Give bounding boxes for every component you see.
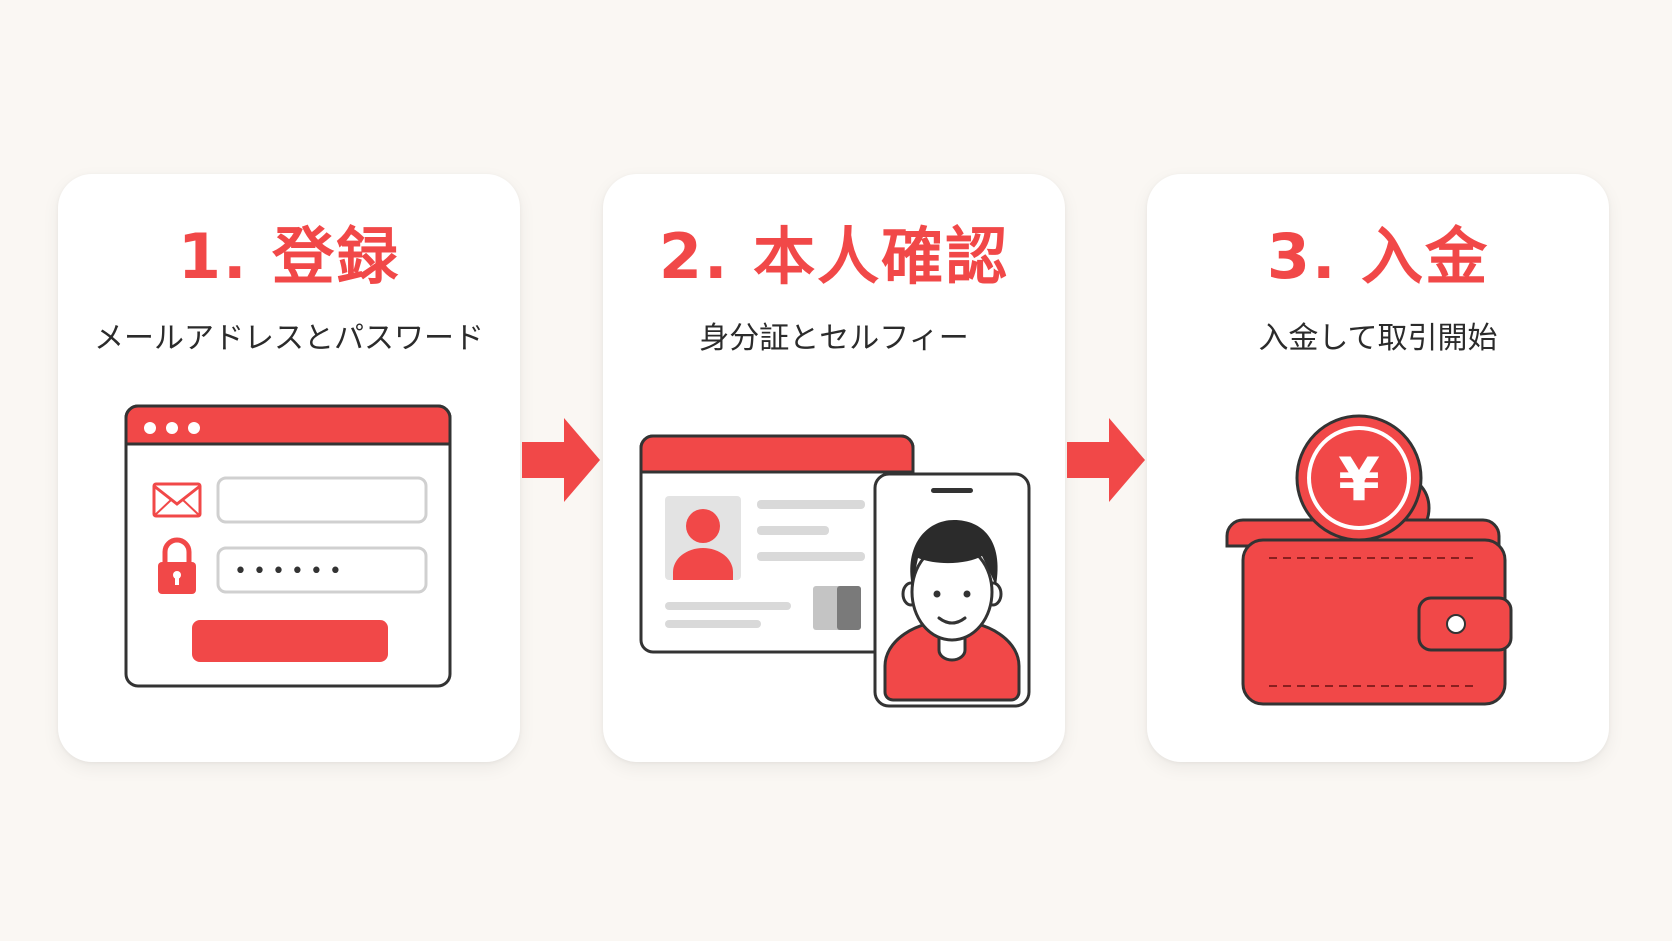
registration-form-icon: •••••• bbox=[124, 404, 452, 688]
svg-text:¥: ¥ bbox=[1338, 445, 1380, 515]
step-card-verify: 2. 本人確認 身分証とセルフィー bbox=[603, 174, 1065, 762]
phone-selfie-icon bbox=[873, 472, 1031, 708]
step-title: 2. 本人確認 bbox=[658, 220, 1010, 293]
window-dot-icon bbox=[188, 422, 200, 434]
id-card-icon bbox=[639, 434, 915, 654]
wallet-yen-coin-icon: ¥ bbox=[1225, 414, 1513, 706]
step-subtitle: 身分証とセルフィー bbox=[699, 321, 969, 356]
lock-icon bbox=[158, 537, 196, 594]
step-subtitle: メールアドレスとパスワード bbox=[94, 321, 484, 356]
window-dot-icon bbox=[166, 422, 178, 434]
password-mask: •••••• bbox=[234, 559, 348, 584]
step-card-deposit: 3. 入金 入金して取引開始 ¥ bbox=[1147, 174, 1609, 762]
envelope-icon bbox=[152, 482, 202, 518]
password-field bbox=[216, 546, 428, 594]
id-card-and-selfie-icon bbox=[639, 434, 1031, 708]
yen-coin-icon: ¥ bbox=[1295, 414, 1423, 542]
step-card-register: 1. 登録 メールアドレスとパスワード • bbox=[58, 174, 520, 762]
submit-button bbox=[192, 620, 388, 662]
wallet-icon bbox=[1241, 538, 1513, 706]
arrow-right-icon bbox=[1067, 418, 1145, 502]
email-field bbox=[216, 476, 428, 524]
arrow-right-icon bbox=[522, 418, 600, 502]
step-title: 3. 入金 bbox=[1266, 220, 1490, 293]
person-icon bbox=[686, 509, 720, 543]
step-subtitle: 入金して取引開始 bbox=[1258, 321, 1498, 356]
window-dot-icon bbox=[144, 422, 156, 434]
step-title: 1. 登録 bbox=[177, 220, 401, 293]
